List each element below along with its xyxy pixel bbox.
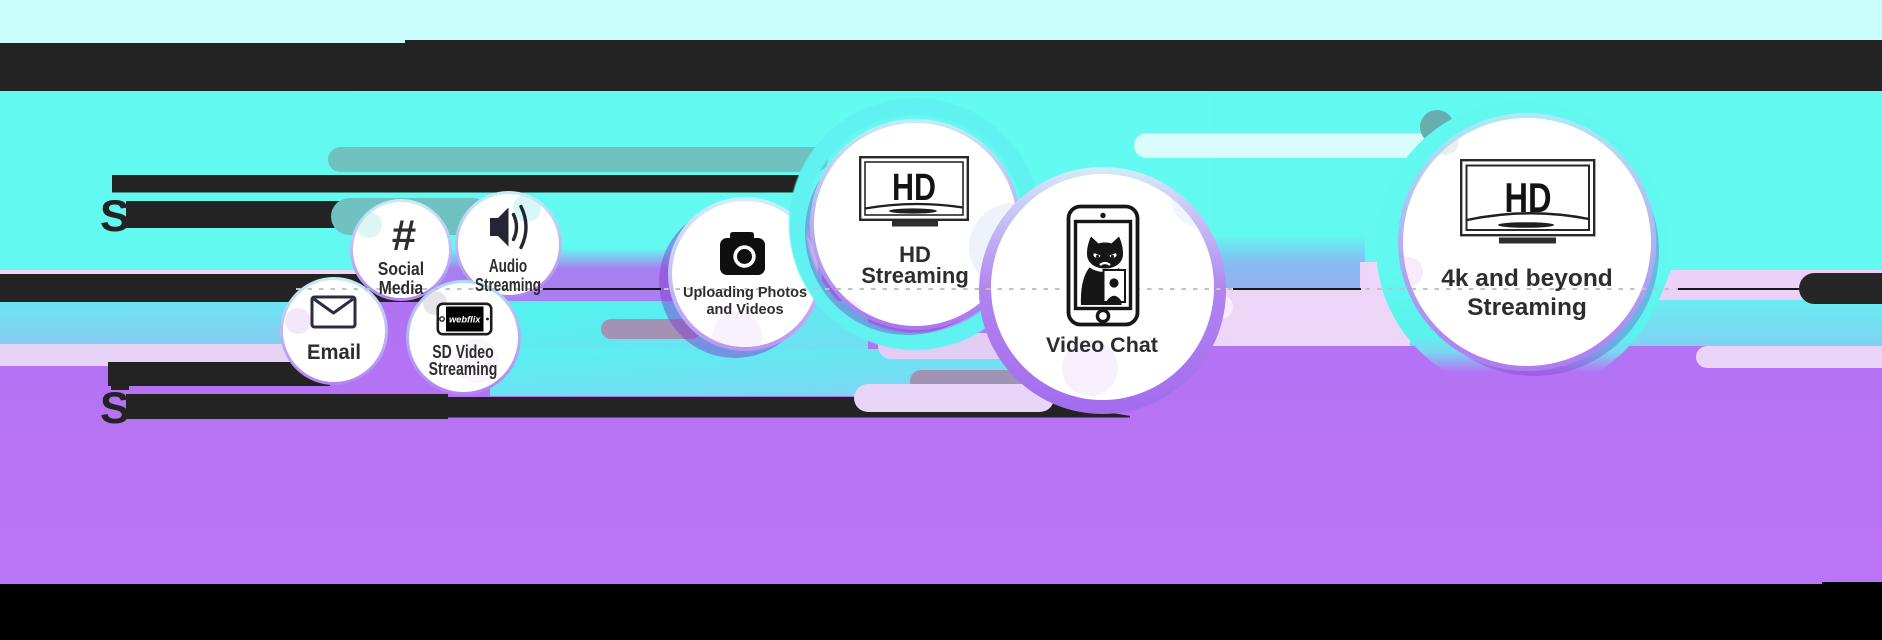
svg-text:HD: HD	[1505, 174, 1552, 221]
svg-text:HD: HD	[892, 167, 936, 209]
svg-text:webflix: webflix	[449, 315, 481, 325]
